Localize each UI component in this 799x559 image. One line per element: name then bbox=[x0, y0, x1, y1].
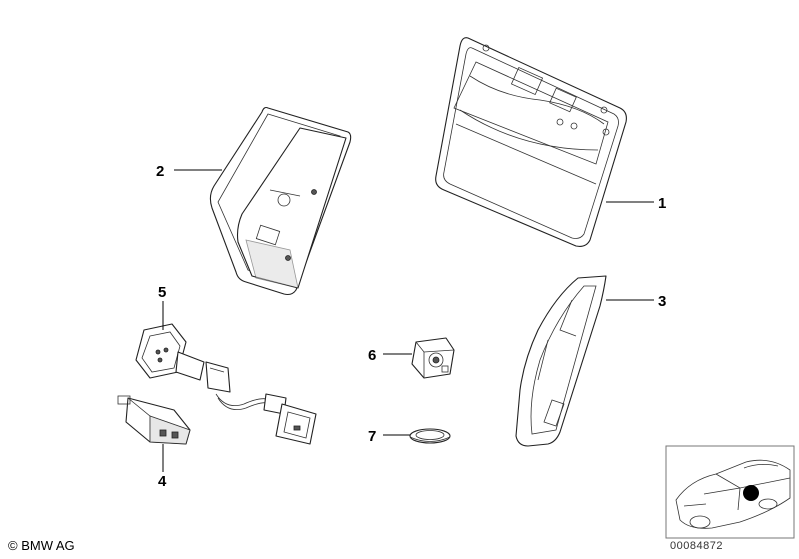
vehicle-locator-thumbnail bbox=[665, 445, 795, 539]
callout-7: 7 bbox=[368, 428, 376, 445]
part-7-grommet[interactable] bbox=[409, 428, 451, 444]
callout-2: 2 bbox=[156, 163, 164, 180]
callout-5: 5 bbox=[158, 284, 166, 301]
part-5-switch-harness[interactable] bbox=[135, 323, 317, 445]
copyright-text: © BMW AG bbox=[8, 538, 75, 553]
document-number: 00084872 bbox=[670, 540, 723, 552]
callout-3: 3 bbox=[658, 293, 666, 310]
part-6-switch-module[interactable] bbox=[411, 337, 455, 379]
locator-dot bbox=[743, 485, 759, 501]
part-3-side-trim[interactable] bbox=[515, 275, 607, 447]
leader-lines bbox=[162, 169, 654, 472]
callout-labels: 2 1 3 5 4 6 7 bbox=[156, 163, 666, 490]
callout-6: 6 bbox=[368, 347, 376, 364]
part-4-relay[interactable] bbox=[117, 395, 191, 445]
part-2-seat-cushion[interactable] bbox=[209, 106, 352, 296]
callout-4: 4 bbox=[158, 473, 167, 490]
callout-1: 1 bbox=[658, 195, 666, 212]
part-1-backrest-panel[interactable] bbox=[435, 37, 627, 247]
